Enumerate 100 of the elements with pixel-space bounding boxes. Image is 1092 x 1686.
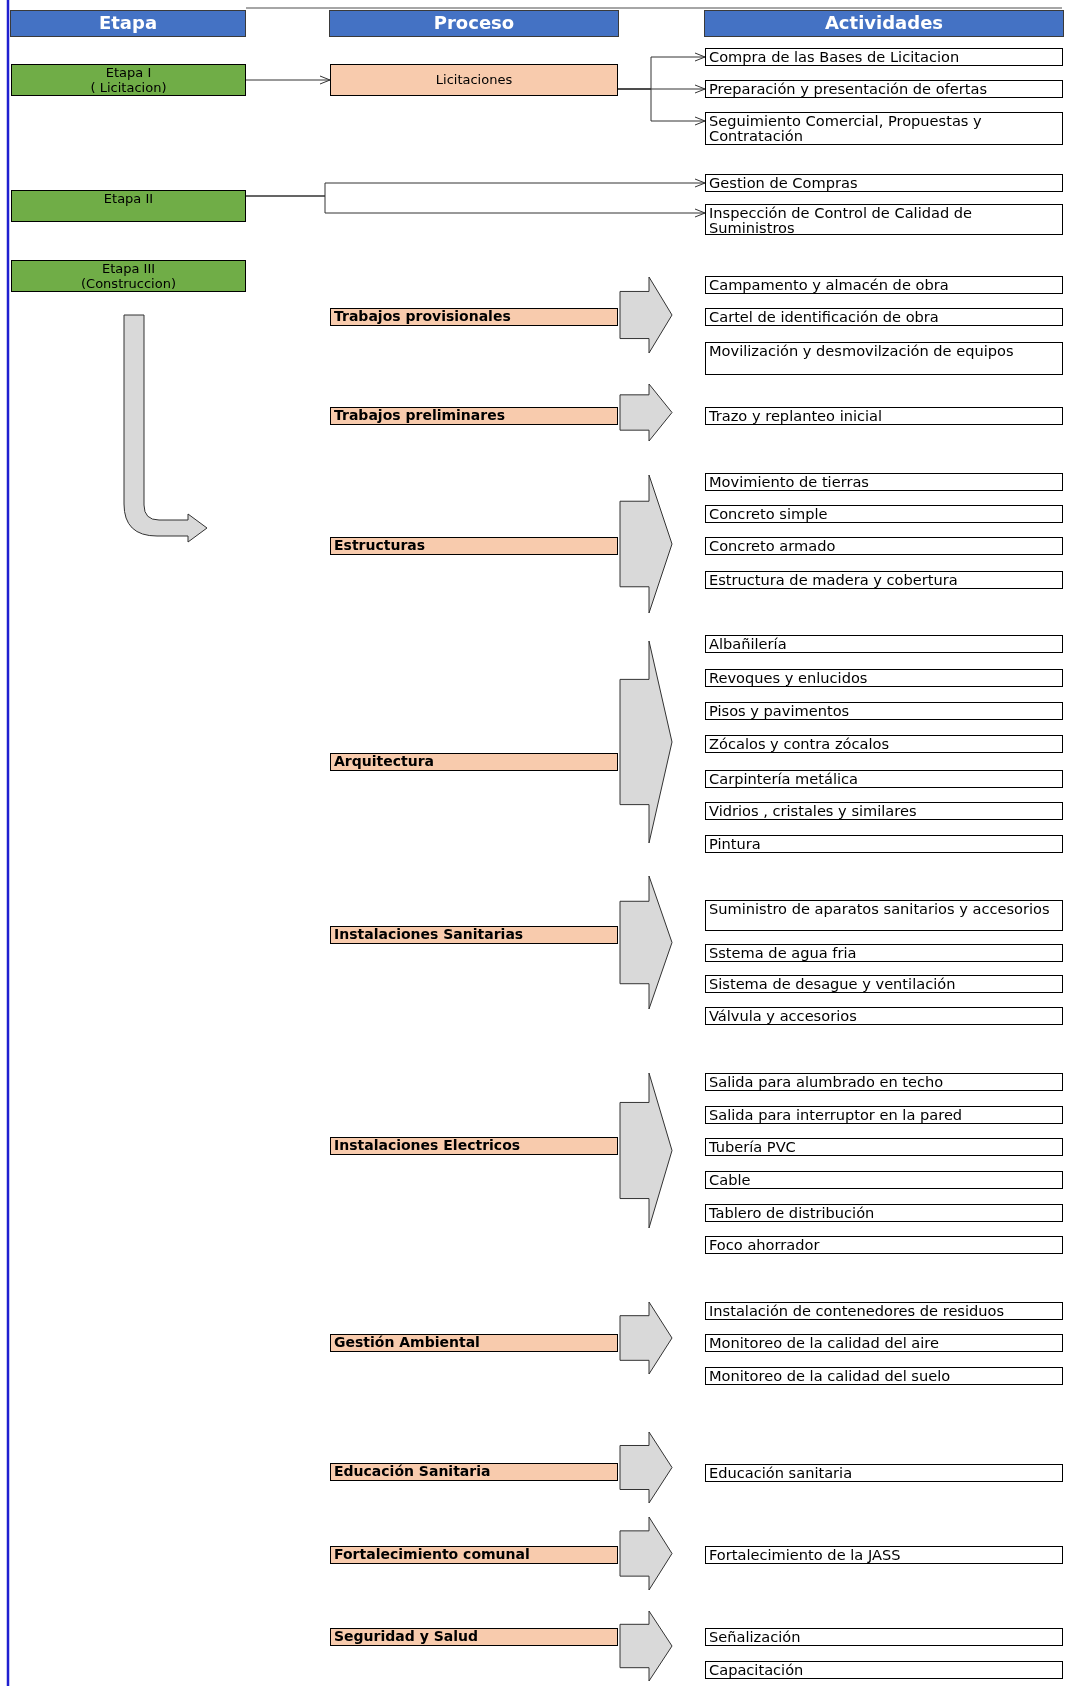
activity-text: Trazo y replanteo inicial (709, 408, 884, 424)
activity-text: Cable (709, 1172, 752, 1188)
process-label: Licitaciones (435, 72, 513, 88)
block-arrow (619, 1072, 673, 1229)
activity-text: Señalización (709, 1629, 802, 1645)
activity-box (705, 1464, 1063, 1482)
activity-box (705, 505, 1063, 523)
activity-text: Tubería PVC (709, 1139, 797, 1155)
activity-box (705, 1367, 1063, 1385)
activity-box (705, 900, 1063, 931)
activity-text: Revoques y enlucidos (709, 670, 869, 686)
activity-text: Concreto simple (709, 506, 829, 522)
process-label: Fortalecimiento comunal (334, 1547, 530, 1563)
process-label: Estructuras (334, 538, 426, 554)
column-title: Proceso (433, 13, 515, 34)
activity-box (705, 1007, 1063, 1025)
activity-text: Compra de las Bases de Licitacion (709, 49, 961, 65)
activity-box (705, 308, 1063, 326)
activity-box (705, 669, 1063, 687)
stage-label: Etapa I (104, 66, 153, 81)
stage-box (11, 64, 246, 96)
stage-label: Etapa II (102, 192, 155, 207)
activity-box (705, 80, 1063, 98)
activity-box (705, 174, 1063, 192)
column-title: Etapa (98, 13, 158, 34)
activity-text: Movilización y desmovilzación de equipos (709, 343, 1015, 359)
process-box (330, 1546, 618, 1564)
block-arrow (619, 1301, 673, 1375)
activity-text: Tablero de distribución (709, 1205, 876, 1221)
activity-box (705, 48, 1063, 66)
column-header-bar (329, 10, 619, 37)
block-arrow (619, 276, 673, 354)
column-header-bar (704, 10, 1064, 37)
activity-text: Pintura (709, 836, 762, 852)
process-box (330, 1463, 618, 1481)
activity-box (705, 537, 1063, 555)
activity-text: Sistema de desague y ventilación (709, 976, 957, 992)
column-header-bar (10, 10, 246, 37)
activity-text: Albañilería (709, 636, 788, 652)
activity-box (705, 1138, 1063, 1156)
activity-text: Movimiento de tierras (709, 474, 870, 490)
process-label: Educación Sanitaria (334, 1464, 491, 1480)
activity-text: Válvula y accesorios (709, 1008, 858, 1024)
activity-text: Estructura de madera y cobertura (709, 572, 959, 588)
column-title: Actividades (824, 13, 944, 34)
stage-label: ( Licitacion) (89, 80, 168, 96)
activity-text: Campamento y almacén de obra (709, 277, 950, 293)
process-box (330, 537, 618, 555)
block-arrow (619, 474, 673, 614)
block-arrow (619, 640, 673, 844)
process-box (330, 407, 618, 425)
stage-box (11, 190, 246, 222)
process-label: Gestión Ambiental (334, 1335, 480, 1351)
activity-box (705, 276, 1063, 294)
activity-text: Salida para alumbrado en techo (709, 1074, 945, 1090)
process-box (330, 308, 618, 326)
activity-text: Fortalecimiento de la JASS (709, 1547, 902, 1563)
activity-box (705, 802, 1063, 820)
process-box (330, 1137, 618, 1155)
activity-text: Monitoreo de la calidad del aire (709, 1335, 940, 1351)
activity-text: Vidrios , cristales y similares (709, 803, 918, 819)
activity-box (705, 635, 1063, 653)
process-box (330, 753, 618, 771)
activity-box (705, 702, 1063, 720)
activity-box (705, 1302, 1063, 1320)
activity-box (705, 1546, 1063, 1564)
process-label: Instalaciones Electricos (334, 1138, 521, 1154)
process-box (330, 64, 618, 96)
activity-text: Seguimiento Comercial, Propuestas y Contratación (709, 113, 983, 144)
activity-box (705, 735, 1063, 753)
activity-box (705, 1628, 1063, 1646)
activity-box (705, 112, 1063, 145)
connector-arrow (617, 88, 706, 126)
stage-box (11, 260, 246, 292)
activity-text: Capacitación (709, 1662, 805, 1678)
process-label: Arquitectura (334, 754, 435, 770)
connector-arrow (245, 75, 331, 85)
activity-box (705, 473, 1063, 491)
stage-label: Etapa III (100, 262, 157, 277)
connector-arrow (245, 195, 706, 218)
activity-box (705, 342, 1063, 375)
activity-text: Monitoreo de la calidad del suelo (709, 1368, 952, 1384)
process-box (330, 1334, 618, 1352)
activity-box (705, 1171, 1063, 1189)
activity-text: Sstema de agua fria (709, 945, 858, 961)
block-arrow (619, 1431, 673, 1504)
process-label: Instalaciones Sanitarias (334, 927, 524, 943)
activity-text: Suministro de aparatos sanitarios y accesorios (709, 901, 1051, 917)
activity-text: Instalación de contenedores de residuos (709, 1303, 1006, 1319)
activity-box (705, 1106, 1063, 1124)
activity-text: Inspección de Control de Calidad de Suministros (709, 205, 974, 236)
activity-box (705, 1073, 1063, 1091)
activity-text: Zócalos y contra zócalos (709, 736, 891, 752)
process-label: Trabajos preliminares (334, 408, 505, 424)
activity-text: Pisos y pavimentos (709, 703, 851, 719)
block-arrow (619, 875, 673, 1010)
activity-text: Concreto armado (709, 538, 837, 554)
activity-text: Foco ahorrador (709, 1237, 821, 1253)
block-arrow (123, 314, 208, 543)
activity-text: Gestion de Compras (709, 175, 859, 191)
